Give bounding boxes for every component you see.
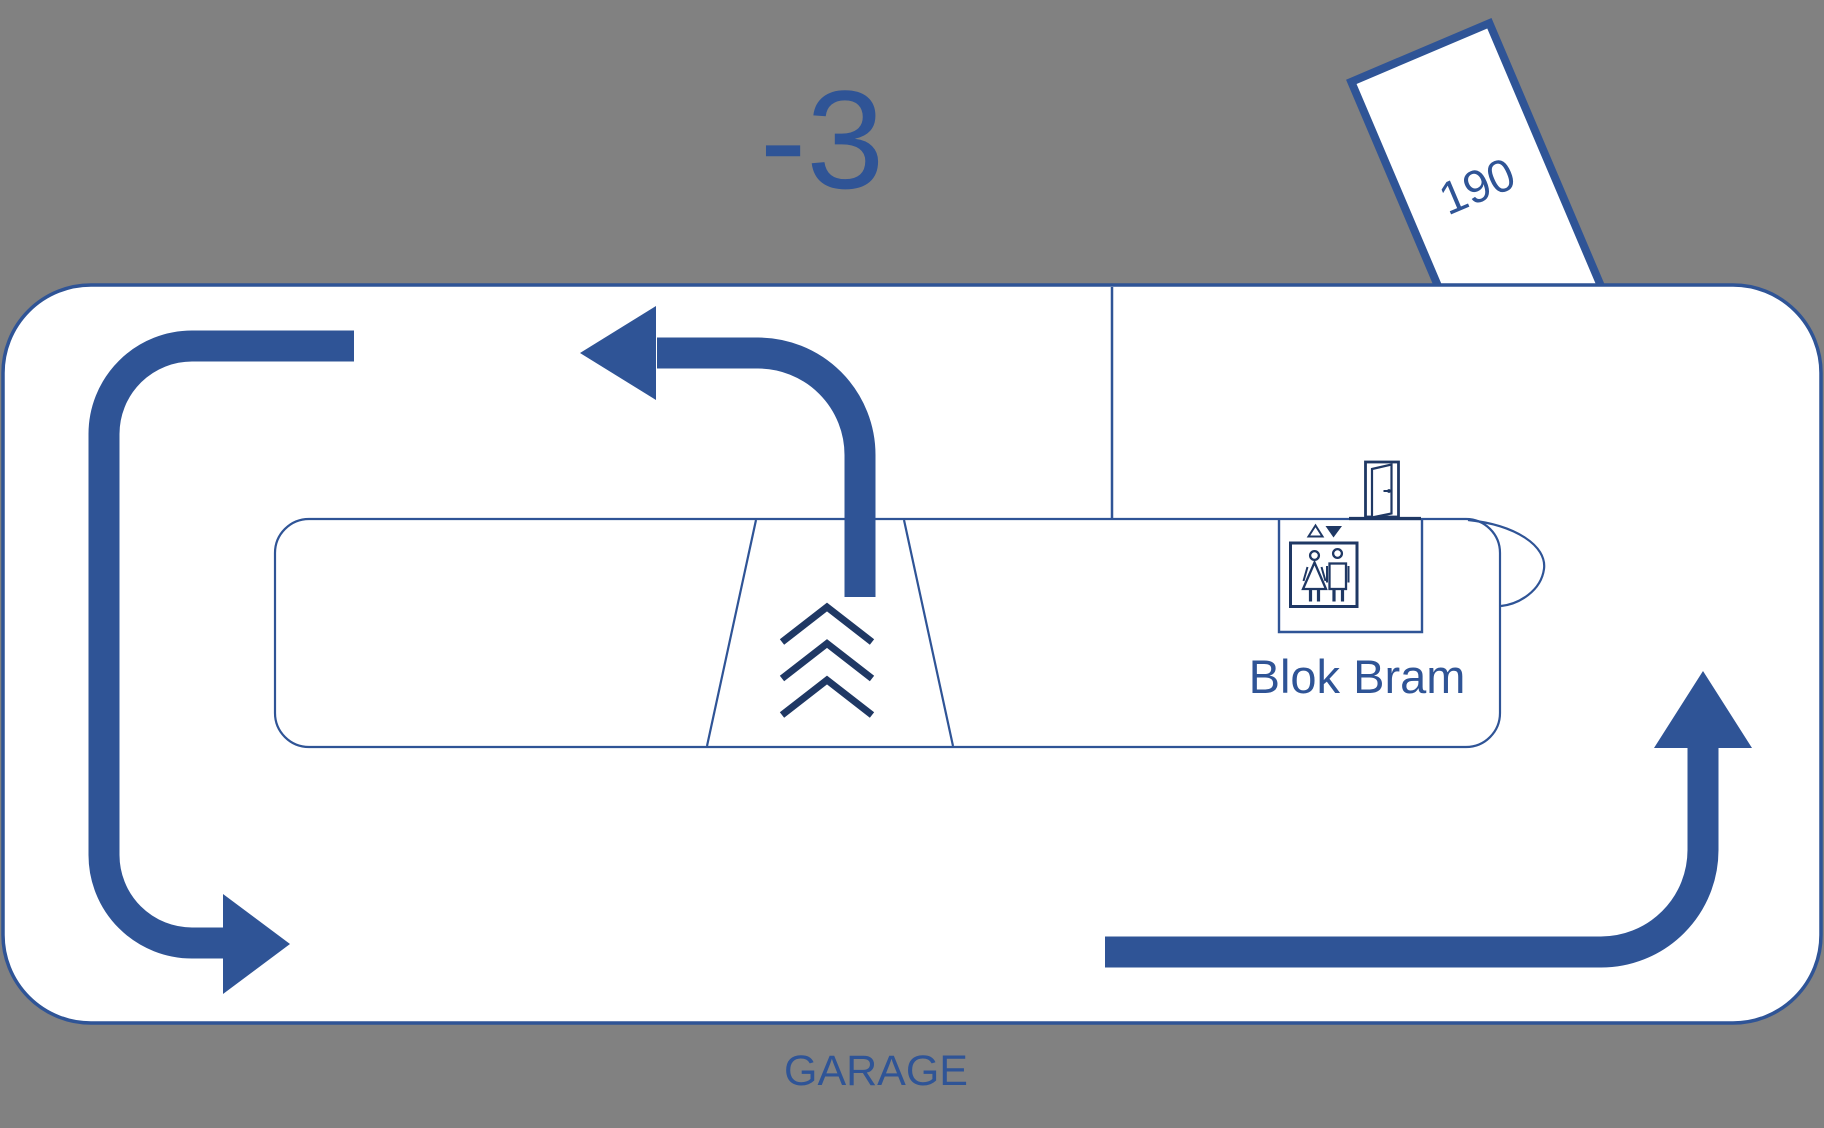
- open-door-icon: [1349, 460, 1421, 521]
- block-label: Blok Bram: [1249, 650, 1466, 703]
- woman-figure: [1301, 549, 1328, 602]
- door-handle-knob: [1387, 489, 1391, 493]
- level-label: -3: [760, 61, 884, 218]
- ramp-chevrons-icon: [779, 602, 875, 718]
- parking-core-outline: [273, 517, 1502, 749]
- elevator-passengers-icon: [1289, 523, 1359, 608]
- door-leaf: [1370, 463, 1393, 519]
- man-figure: [1326, 547, 1350, 602]
- elevator-down-triangle: [1325, 526, 1342, 538]
- garage-label: GARAGE: [784, 1047, 968, 1095]
- route-arrow-down-right: [88, 330, 354, 994]
- elevator-block-outline: [1277, 520, 1424, 634]
- elevator-up-triangle: [1306, 523, 1325, 538]
- up-down-triangles-icon: [1306, 523, 1342, 538]
- route-arrow-right-up: [1105, 671, 1752, 968]
- ramp-left-edge: [705, 519, 758, 747]
- ramp-right-edge: [902, 519, 955, 747]
- route-arrow-up-left: [580, 306, 876, 597]
- core-right-bump: [1467, 518, 1546, 608]
